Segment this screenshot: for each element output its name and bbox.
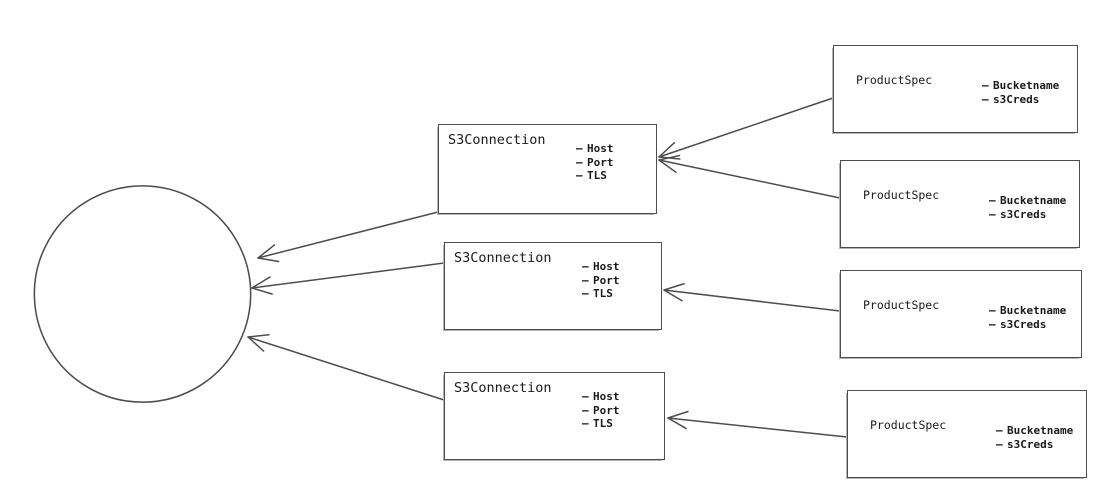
productspec-title: ProductSpec <box>870 418 947 432</box>
arrowhead-icon <box>658 154 681 174</box>
bullet-dash-icon: – <box>582 403 589 417</box>
attribute-label: Port <box>593 273 620 287</box>
productspec-title: ProductSpec <box>856 73 933 87</box>
arrowhead-icon <box>257 244 280 263</box>
attribute-label: Bucketname <box>1000 194 1067 207</box>
attribute-list: –Host–Port–TLS <box>582 260 620 301</box>
edge-line <box>667 417 848 438</box>
bullet-dash-icon: – <box>989 317 996 331</box>
bullet-dash-icon: – <box>996 437 1003 451</box>
attribute-item: –s3Creds <box>982 93 1059 107</box>
attribute-item: –Host <box>582 260 620 274</box>
attribute-label: Port <box>587 155 614 169</box>
attribute-list: –Host–Port–TLS <box>576 142 614 183</box>
productspec-node-4[interactable]: ProductSpec –Bucketname–s3Creds <box>847 390 1087 478</box>
arrowhead-icon <box>667 410 689 430</box>
attribute-label: Bucketname <box>1007 424 1074 437</box>
arrowhead-icon <box>663 283 685 302</box>
attribute-item: –Bucketname <box>982 79 1059 93</box>
edge-line <box>663 289 841 312</box>
arrowhead-icon <box>251 276 273 295</box>
attribute-item: –TLS <box>576 169 614 183</box>
bullet-dash-icon: – <box>582 273 589 287</box>
bullet-dash-icon: – <box>582 390 589 403</box>
arrow-spec1-to-conn1 <box>658 97 834 160</box>
bullet-dash-icon: – <box>582 260 589 273</box>
arrowhead-icon <box>658 141 681 160</box>
bullet-dash-icon: – <box>982 92 989 106</box>
attribute-item: –TLS <box>582 287 620 301</box>
arrow-conn1-to-storage <box>257 211 439 263</box>
edge-line <box>247 336 445 401</box>
edge-line <box>251 262 445 289</box>
attribute-label: s3Creds <box>1007 437 1054 451</box>
attribute-list: –Bucketname–s3Creds <box>989 194 1066 221</box>
attribute-label: TLS <box>593 287 613 300</box>
attribute-item: –Bucketname <box>989 194 1066 208</box>
attribute-list: –Bucketname–s3Creds <box>982 79 1059 106</box>
edge-line <box>658 97 834 158</box>
s3connection-node-2[interactable]: S3Connection–Host–Port–TLS <box>444 242 662 330</box>
attribute-item: –Port <box>576 156 614 170</box>
s3connection-node-3[interactable]: S3Connection–Host–Port–TLS <box>444 372 665 460</box>
attribute-list: –Host–Port–TLS <box>582 390 620 431</box>
attribute-item: –Port <box>582 404 620 418</box>
attribute-item: –s3Creds <box>996 438 1073 452</box>
attribute-label: TLS <box>587 169 607 182</box>
attribute-item: –Host <box>582 390 620 404</box>
attribute-list: –Bucketname–s3Creds <box>989 304 1066 331</box>
attribute-label: s3Creds <box>993 92 1040 106</box>
bullet-dash-icon: – <box>989 194 996 207</box>
s3connection-title: S3Connection <box>454 380 552 396</box>
bullet-dash-icon: – <box>576 155 583 169</box>
attribute-item: –s3Creds <box>989 208 1066 222</box>
attribute-label: Bucketname <box>993 79 1060 92</box>
attribute-item: –Bucketname <box>996 424 1073 438</box>
bullet-dash-icon: – <box>576 169 583 182</box>
productspec-title: ProductSpec <box>863 298 940 312</box>
bullet-dash-icon: – <box>582 417 589 430</box>
bullet-dash-icon: – <box>996 424 1003 437</box>
attribute-item: –Host <box>576 142 614 156</box>
bullet-dash-icon: – <box>582 287 589 300</box>
productspec-node-1[interactable]: ProductSpec –Bucketname–s3Creds <box>833 45 1078 133</box>
attribute-label: Port <box>593 403 620 417</box>
productspec-node-2[interactable]: ProductSpec –Bucketname–s3Creds <box>840 160 1080 248</box>
arrow-spec4-to-conn3 <box>667 410 848 438</box>
attribute-label: Host <box>593 260 620 273</box>
s3connection-title: S3Connection <box>448 132 546 148</box>
attribute-item: –TLS <box>582 417 620 431</box>
arrow-spec2-to-conn1 <box>658 154 841 199</box>
arrow-conn3-to-storage <box>247 333 445 401</box>
productspec-node-3[interactable]: ProductSpec –Bucketname–s3Creds <box>840 270 1082 358</box>
arrow-spec3-to-conn2 <box>663 283 841 312</box>
edge-line <box>257 211 439 259</box>
productspec-title: ProductSpec <box>863 188 940 202</box>
bullet-dash-icon: – <box>989 207 996 221</box>
edge-line <box>658 159 841 199</box>
bullet-dash-icon: – <box>989 304 996 317</box>
attribute-item: –Port <box>582 274 620 288</box>
storage-circle-node[interactable]: Storage <box>31 182 255 406</box>
s3connection-node-1[interactable]: S3Connection–Host–Port–TLS <box>438 124 657 214</box>
attribute-label: Host <box>593 390 620 403</box>
attribute-label: TLS <box>593 417 613 430</box>
arrow-conn2-to-storage <box>251 262 445 295</box>
attribute-item: –s3Creds <box>989 318 1066 332</box>
attribute-label: Host <box>587 142 614 155</box>
s3connection-title: S3Connection <box>454 250 552 266</box>
bullet-dash-icon: – <box>576 142 583 155</box>
bullet-dash-icon: – <box>982 79 989 92</box>
attribute-label: Bucketname <box>1000 304 1067 317</box>
attribute-label: s3Creds <box>1000 317 1047 331</box>
attribute-item: –Bucketname <box>989 304 1066 318</box>
attribute-list: –Bucketname–s3Creds <box>996 424 1073 451</box>
attribute-label: s3Creds <box>1000 207 1047 221</box>
storage-circle-outline <box>33 185 252 403</box>
